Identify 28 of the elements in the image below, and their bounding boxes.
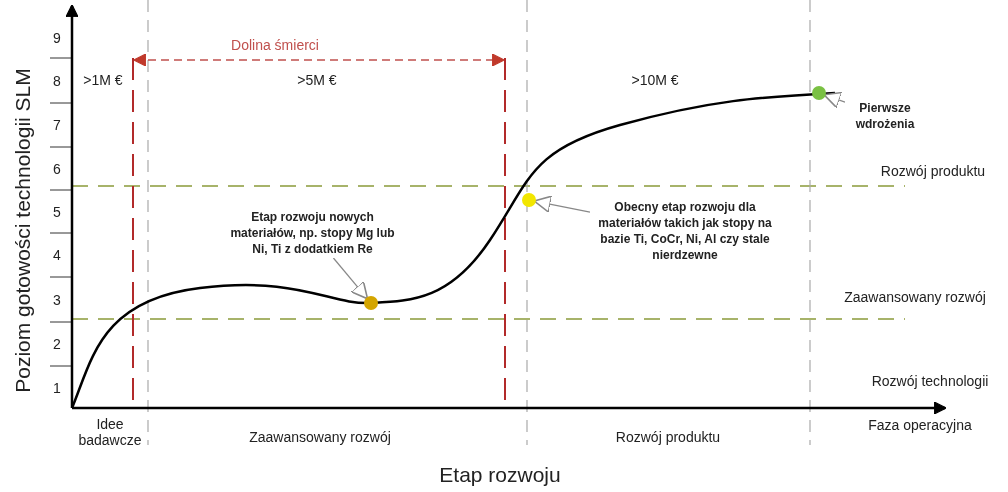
tick-label: 2: [53, 336, 61, 352]
tick-label: 5: [53, 204, 61, 220]
phase-label: Zaawansowany rozwój: [249, 429, 391, 445]
phase-label: Faza operacyjna: [868, 417, 972, 433]
marker-dot: [812, 86, 826, 100]
tick-label: 1: [53, 380, 61, 396]
cost-label: >5M €: [297, 72, 337, 88]
arrow: [533, 195, 591, 213]
tick-label: 6: [53, 161, 61, 177]
marker-dot: [364, 296, 378, 310]
cost-label: >1M €: [83, 72, 123, 88]
axis-title: Poziom gotowości technologii SLM: [9, 67, 35, 393]
tick-label: 9: [53, 30, 61, 46]
tick-label: 3: [53, 292, 61, 308]
arrow: [823, 91, 846, 109]
tick-label: 4: [53, 247, 61, 263]
phase-label: Idee badawcze: [77, 416, 143, 448]
level-label: Zaawansowany rozwój: [844, 289, 986, 305]
tick-label: 8: [53, 73, 61, 89]
arrow: [332, 257, 369, 300]
dimension-label: Dolina śmierci: [231, 37, 319, 53]
cost-label: >10M €: [631, 72, 679, 88]
axis-title: Etap rozwoju: [439, 461, 561, 487]
phase-label: Rozwój produktu: [615, 429, 721, 445]
level-label: Rozwój produktu: [880, 163, 986, 179]
tick-label: 7: [53, 117, 61, 133]
marker-dot: [522, 193, 536, 207]
level-label: Rozwój technologii: [871, 373, 989, 389]
